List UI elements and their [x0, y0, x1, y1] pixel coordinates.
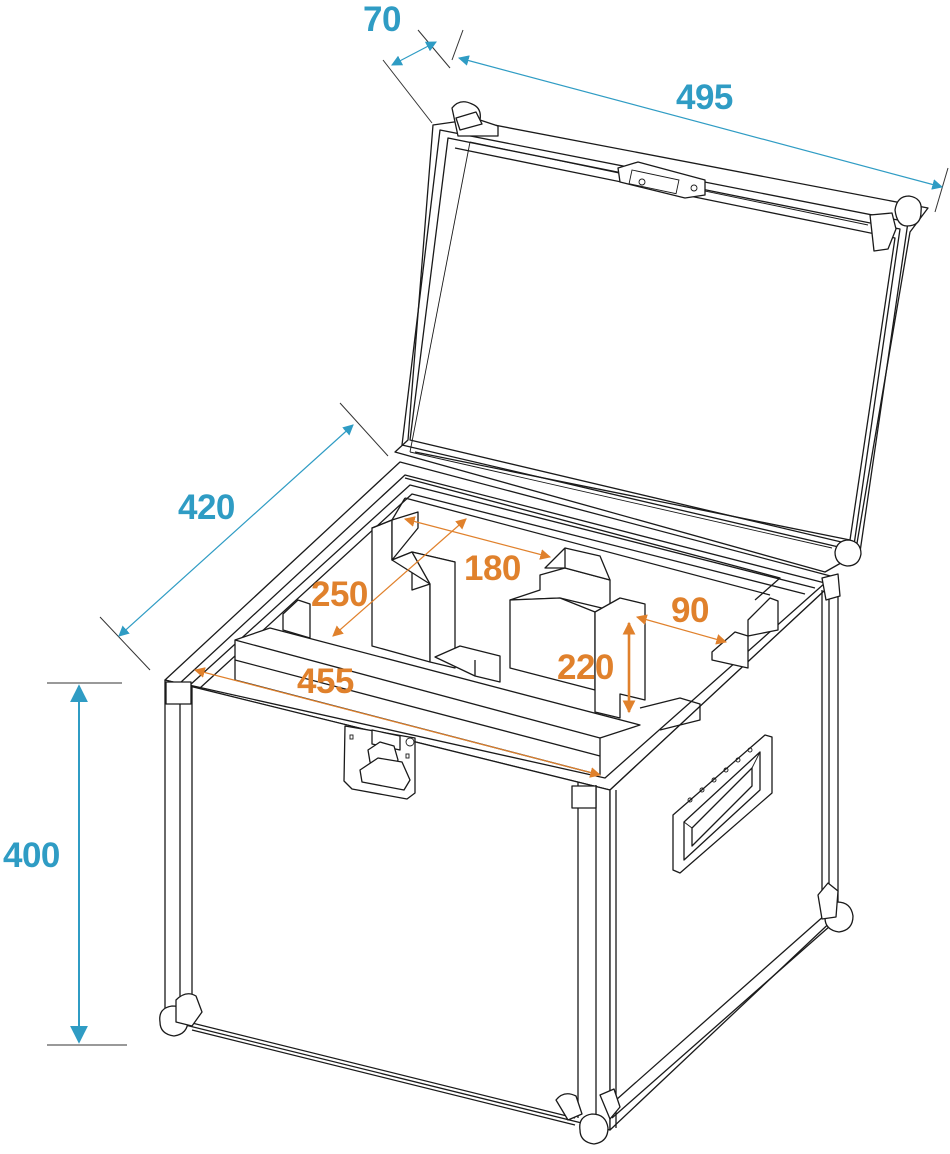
- lid: [394, 101, 929, 573]
- dim-label-495: 495: [676, 78, 733, 117]
- inner-dimension-arrows: [193, 516, 728, 778]
- top-left-corner-icon: [165, 681, 192, 705]
- dim-label-250: 250: [311, 575, 368, 614]
- dim-90-arrow: [635, 614, 728, 645]
- dim-label-90: 90: [671, 591, 709, 630]
- dim-180-arrow: [403, 516, 552, 560]
- top-front-corner-icon: [571, 785, 597, 809]
- dim-label-420: 420: [178, 488, 235, 527]
- dim-70-arrow: [391, 41, 437, 66]
- lid-corner-left-icon: [451, 101, 499, 137]
- dim-label-455: 455: [297, 662, 354, 701]
- dim-label-400: 400: [3, 836, 60, 875]
- dim-495-arrow: [457, 55, 944, 190]
- dim-455-arrow: [193, 667, 602, 778]
- dim-label-70: 70: [363, 0, 401, 39]
- bottom-front-ball-corner-icon: [579, 1113, 609, 1145]
- latch-icon: [343, 725, 416, 800]
- side-handle-icon: [672, 734, 773, 874]
- lid-corner-right-icon: [869, 195, 922, 252]
- dim-420-arrow: [118, 424, 354, 637]
- corner-icons: [159, 539, 862, 1145]
- dim-label-180: 180: [464, 549, 521, 588]
- extension-lines: [47, 29, 949, 1046]
- top-right-corner-icon: [821, 573, 841, 601]
- dim-label-220: 220: [557, 648, 614, 687]
- outer-dimension-arrows: [70, 41, 944, 1044]
